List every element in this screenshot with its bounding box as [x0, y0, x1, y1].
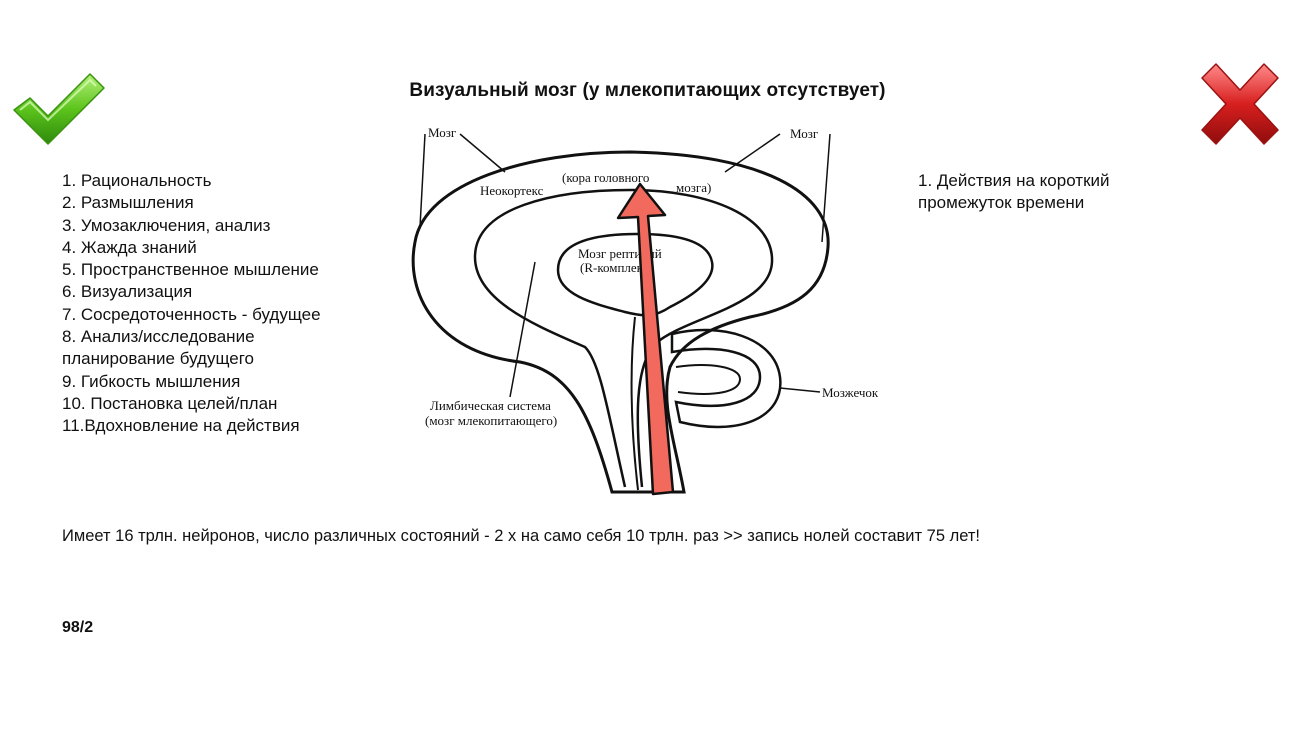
label-cerebellum: Мозжечок [822, 385, 879, 400]
label-limbic: Лимбическая система [430, 398, 551, 413]
page-number: 98/2 [62, 619, 94, 636]
label-reptile-sub: (R-комплекс) [580, 260, 653, 275]
facts-text: Имеет 16 трлн. нейронов, число различных… [62, 527, 980, 545]
list-item: 5. Пространственное мышление [62, 260, 319, 280]
list-item: 6. Визуализация [62, 282, 193, 302]
label-neocortex-paren: (кора головного [562, 170, 649, 185]
limbic-outline [473, 188, 774, 488]
cerebellum-outline [670, 328, 782, 429]
cerebellum-fold [675, 364, 742, 395]
list-item: 8. Анализ/исследование планирование буду… [62, 327, 255, 369]
list-item: 2. Размышления [62, 193, 194, 213]
label-limbic-sub: (мозг млекопитающего) [425, 413, 557, 428]
list-item: 1. Рациональность [62, 171, 212, 190]
label-brain-left: Мозг [428, 125, 456, 140]
pros-list: 1. Рациональность 2. Размышления 3. Умоз… [62, 170, 382, 438]
list-item: 9. Гибкость мышления [62, 371, 241, 391]
list-item: 11.Вдохновление на действия [62, 416, 300, 436]
brain-diagram: Мозг Мозг Неокортекс (кора головного моз… [380, 112, 920, 502]
label-brain-right: Мозг [790, 126, 818, 141]
up-arrow-icon [616, 182, 675, 496]
list-item: 10. Постановка целей/план [62, 393, 278, 413]
page-title: Визуальный мозг (у млекопитающих отсутст… [409, 80, 886, 101]
brain-outline [411, 150, 830, 494]
label-neocortex: Неокортекс [480, 183, 544, 198]
list-item: 3. Умозаключения, анализ [62, 215, 271, 235]
cons-list: 1. Действия на короткий промежуток време… [918, 170, 1178, 214]
label-neocortex-end: мозга) [676, 180, 711, 195]
list-item: 4. Жажда знаний [62, 237, 197, 257]
cross-icon [1196, 58, 1284, 150]
check-icon [10, 68, 108, 148]
list-item: 7. Сосредоточенность - будущее [62, 304, 321, 324]
list-item: 1. Действия на короткий промежуток време… [918, 171, 1110, 212]
